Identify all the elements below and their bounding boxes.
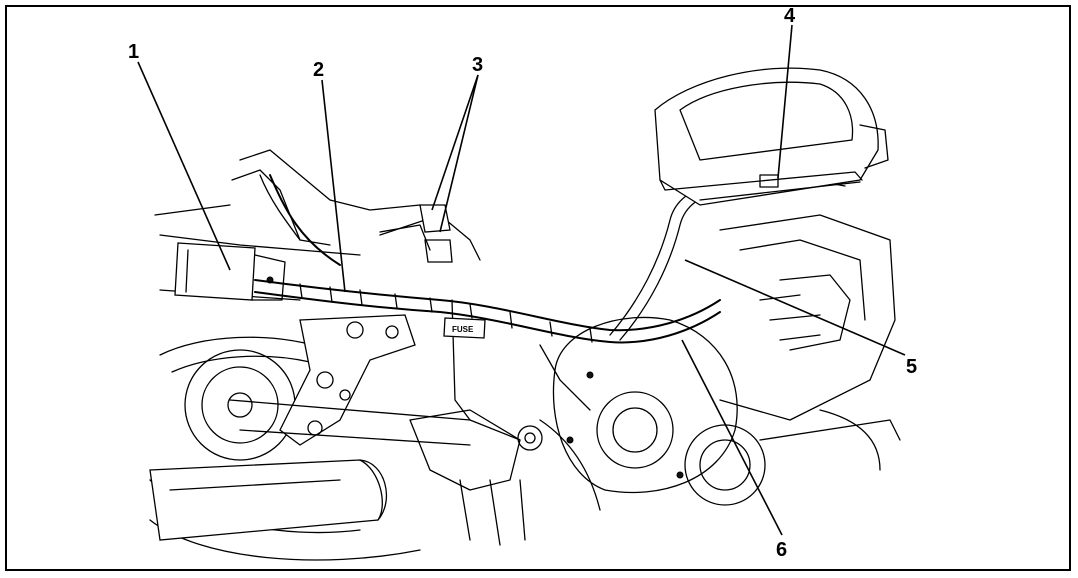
muffler: [149, 459, 387, 541]
callout-leaders: [137, 24, 906, 536]
callout-3: 3: [472, 54, 483, 76]
footpeg-bracket: [409, 409, 543, 546]
leader-5: [684, 259, 906, 356]
leader-1: [137, 61, 231, 271]
leader-6: [681, 339, 783, 536]
harness-clamps: [379, 204, 453, 263]
leader-2: [321, 79, 346, 293]
callout-1: 1: [128, 41, 139, 63]
tail-section: [154, 149, 481, 301]
callout-5: 5: [906, 356, 917, 378]
air-cleaner-box: [654, 67, 889, 206]
leader-3b: [439, 74, 479, 233]
crankcase-cover: [552, 316, 766, 506]
callout-4: 4: [784, 5, 796, 27]
engine-block: [719, 214, 901, 471]
callout-labels: 1 2 3 4 5 6: [128, 5, 917, 561]
callout-2: 2: [313, 59, 324, 81]
leader-3a: [431, 74, 479, 211]
leader-4: [777, 24, 793, 179]
relay-box: [174, 242, 286, 301]
fuse-label: FUSE: [452, 325, 474, 334]
fuse-box: FUSE: [443, 317, 486, 339]
callout-6: 6: [776, 539, 787, 561]
